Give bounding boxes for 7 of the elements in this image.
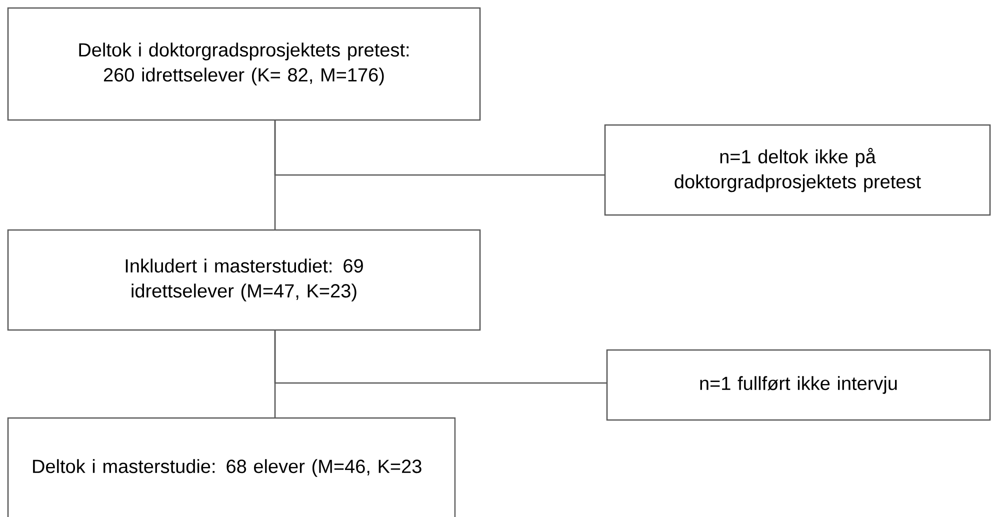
connector-line [274,120,605,176]
flow-box: Deltok i doktorgradsprosjektets pretest: 260 idrettselever (K= 82, M=176) [7,7,481,121]
flow-box: Inkludert i masterstudiet: 69 idrettselever (M=47, K=23) [7,229,481,331]
flow-box: Deltok i masterstudie: 68 elever (M=46, K=23 [7,417,456,517]
flow-box: n=1 deltok ikke på doktorgradprosjektets pretest [604,124,991,216]
connector-line [274,330,607,384]
flow-box: n=1 fullført ikke intervju [606,349,991,421]
